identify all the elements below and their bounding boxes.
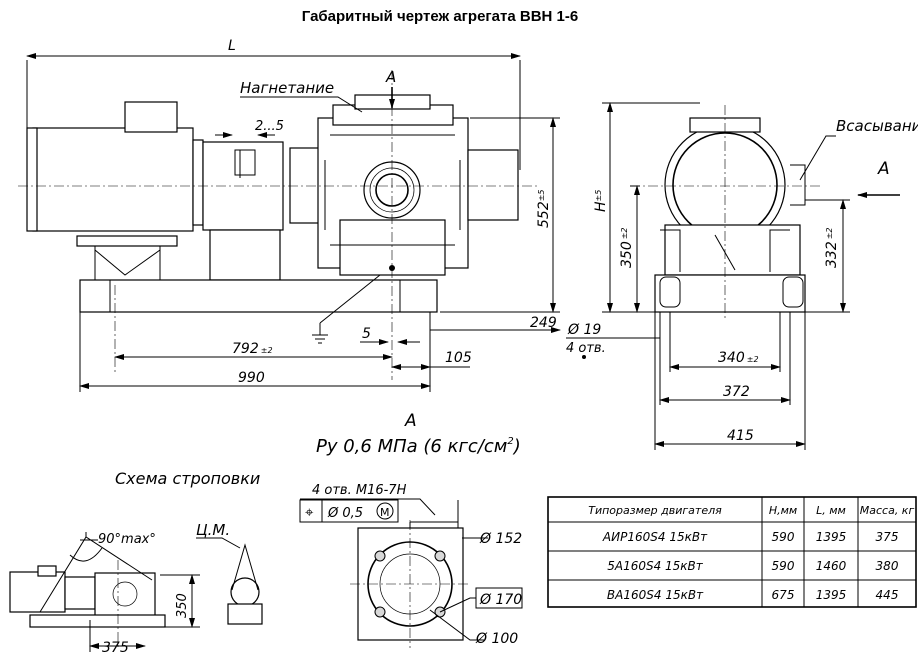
dim-372-label: 372	[723, 384, 750, 400]
dim-552: 552±5	[440, 117, 560, 313]
tolerance-symbol: ⌖	[305, 503, 314, 521]
sling-angle-label: 90°max°	[98, 532, 156, 547]
dim-340-label: 340±2	[718, 350, 759, 366]
dim-105-label: 105	[445, 350, 472, 366]
dim-990: 990	[79, 312, 431, 392]
sling-350-label: 350	[175, 593, 190, 618]
tolerance-value: Ø 0,5	[327, 506, 363, 521]
dim-h: H±5	[593, 102, 700, 313]
dim-350: 350±2	[619, 185, 640, 313]
table-cell: 1395	[816, 588, 847, 602]
ground-symbol	[312, 274, 381, 344]
table-cell: АИР160S4 15кВт	[602, 530, 708, 544]
dim-h-label: H±5	[593, 190, 609, 212]
view-a-section-label: А	[404, 411, 417, 431]
table-cell: 5А160S4 15кВт	[607, 559, 704, 573]
view-a-top-label: А	[385, 68, 396, 86]
table-cell: 1395	[816, 530, 847, 544]
dim-gap: 2...5	[215, 119, 284, 138]
sling-scheme: 90°max° Ц.М. 375 350	[9, 521, 263, 656]
holes-count-label: 4 отв.	[566, 341, 606, 356]
dim-415: 415	[654, 312, 806, 450]
dim-990-label: 990	[238, 370, 265, 386]
dim-249-label: 249	[530, 315, 557, 331]
table-cell: ВА160S4 15кВт	[607, 588, 704, 602]
hole-dia-label: Ø 19	[567, 322, 601, 338]
table-cell: 675	[772, 588, 795, 602]
dim-249: 249	[430, 315, 561, 333]
view-a-right-label: А	[877, 159, 890, 179]
table-cell: 380	[876, 559, 899, 573]
dim-332: 332±2	[805, 199, 850, 313]
dim-5: 5	[360, 326, 420, 345]
table-header: Н,мм	[769, 504, 797, 517]
flange-100-label: Ø 100	[475, 631, 518, 647]
cog-label: Ц.М.	[196, 521, 230, 539]
discharge-label: Нагнетание	[240, 79, 334, 97]
motor-table: Типоразмер двигателя Н,мм L, мм Масса, кг АИ…	[547, 496, 917, 608]
discharge-callout: Нагнетание А	[240, 68, 396, 113]
dim-105: 105	[391, 312, 472, 372]
drawing-title: Габаритный чертеж агрегата ВВН 1-6	[302, 8, 578, 25]
dim-gap-label: 2...5	[255, 119, 284, 134]
sling-375-label: 375	[102, 640, 129, 656]
tolerance-modifier: M	[380, 506, 390, 519]
dim-332-label: 332±2	[824, 227, 840, 268]
suction-callout: Всасывание А	[799, 117, 918, 198]
side-view	[18, 70, 540, 380]
table-cell: 375	[876, 530, 899, 544]
dim-350-label: 350±2	[619, 227, 635, 268]
table-cell: 590	[772, 559, 795, 573]
table-cell: 445	[876, 588, 899, 602]
sling-scheme-title: Схема строповки	[115, 469, 260, 488]
flange-152-label: Ø 152	[479, 531, 522, 547]
table-header: Типоразмер двигателя	[588, 504, 722, 517]
pressure-label: Ру 0,6 МПа (6 кгс/см2)	[316, 436, 521, 457]
dim-340: 340±2	[669, 312, 781, 372]
holes-spec-label: 4 отв. М16-7Н	[312, 483, 407, 498]
dim-792-label: 792±2	[232, 341, 273, 357]
flange-view: 4 отв. М16-7Н ⌖ Ø 0,5 M Ø 152 Ø 170 Ø 10…	[299, 483, 523, 648]
end-view	[630, 105, 820, 320]
dim-372: 372	[659, 312, 791, 405]
dim-5-label: 5	[362, 326, 371, 342]
suction-label: Всасывание	[836, 117, 918, 135]
dim-l-label: L	[228, 38, 236, 54]
dim-792: 792±2	[114, 341, 393, 360]
hole-callout: Ø 19 4 отв.	[566, 322, 660, 359]
dim-552-label: 552±5	[536, 189, 552, 228]
table-cell: 590	[772, 530, 795, 544]
dim-l: L	[26, 38, 521, 170]
table-header: L, мм	[816, 504, 846, 517]
dim-415-label: 415	[727, 428, 754, 444]
table-cell: 1460	[816, 559, 847, 573]
flange-170-label: Ø 170	[479, 592, 522, 608]
table-header: Масса, кг	[860, 504, 915, 517]
